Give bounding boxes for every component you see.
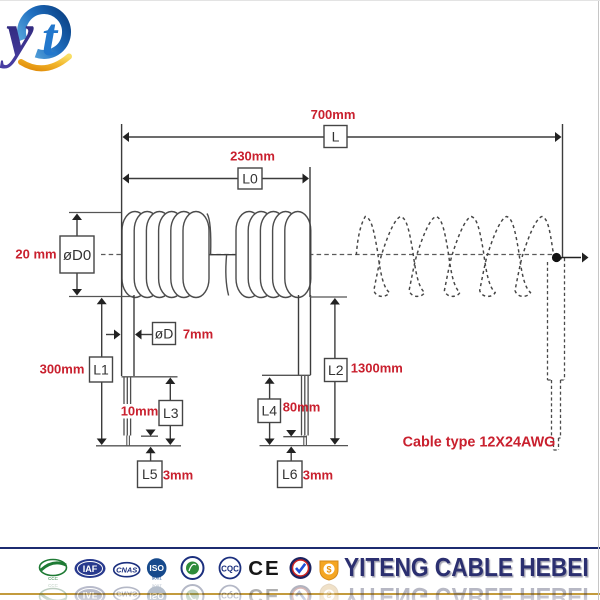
svg-text:230mm: 230mm: [230, 149, 275, 164]
svg-text:CCC: CCC: [48, 576, 58, 581]
svg-text:80mm: 80mm: [283, 400, 321, 415]
svg-text:CE: CE: [248, 584, 280, 600]
svg-text:3mm: 3mm: [163, 468, 193, 483]
svg-text:300mm: 300mm: [40, 362, 85, 377]
svg-text:L0: L0: [242, 170, 258, 186]
svg-text:øD0: øD0: [63, 247, 91, 264]
svg-text:$: $: [326, 590, 331, 600]
svg-text:CQC: CQC: [221, 565, 239, 574]
svg-text:CNAS: CNAS: [116, 566, 137, 575]
svg-text:L5: L5: [142, 466, 158, 482]
svg-text:10mm: 10mm: [121, 404, 159, 419]
svg-text:1300mm: 1300mm: [351, 360, 403, 375]
svg-text:CQC: CQC: [221, 591, 239, 600]
svg-text:Cable type 12X24AWG: Cable type 12X24AWG: [403, 435, 556, 451]
svg-text:t: t: [42, 7, 59, 67]
svg-text:9001: 9001: [152, 584, 163, 589]
svg-text:9001: 9001: [152, 576, 163, 581]
svg-text:L: L: [332, 128, 340, 144]
svg-text:IAF: IAF: [83, 564, 98, 574]
svg-text:CE: CE: [248, 557, 280, 580]
svg-text:y: y: [0, 1, 34, 69]
svg-text:øD: øD: [155, 325, 174, 341]
svg-text:ISO: ISO: [149, 591, 164, 600]
svg-text:IAF: IAF: [83, 590, 98, 600]
svg-text:L4: L4: [261, 403, 277, 419]
svg-text:ISO: ISO: [149, 563, 164, 573]
svg-text:L2: L2: [328, 362, 344, 378]
svg-text:L1: L1: [93, 361, 109, 377]
svg-text:CCC: CCC: [48, 583, 58, 588]
svg-text:3mm: 3mm: [303, 468, 333, 483]
svg-text:L6: L6: [282, 466, 298, 482]
svg-text:700mm: 700mm: [311, 107, 356, 122]
svg-text:20 mm: 20 mm: [15, 247, 56, 262]
svg-text:7mm: 7mm: [183, 327, 213, 342]
svg-text:L3: L3: [163, 405, 179, 421]
svg-text:CNAS: CNAS: [116, 590, 137, 599]
svg-text:$: $: [326, 565, 331, 575]
